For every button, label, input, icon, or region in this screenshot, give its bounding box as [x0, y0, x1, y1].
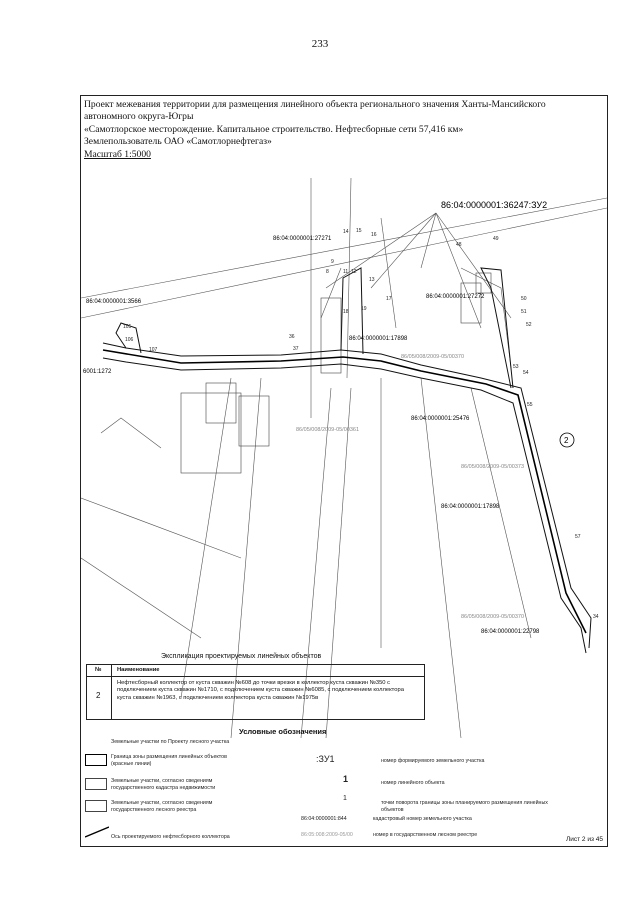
- point-label: 105: [123, 324, 132, 330]
- legend-item-red-lines: Граница зоны размещения линейных объекто…: [111, 754, 227, 767]
- point-label: 15: [356, 228, 362, 234]
- point-label: 36: [289, 334, 295, 340]
- point-label: 48: [456, 242, 462, 248]
- point-label: 11: [343, 269, 348, 275]
- point-label: 107: [149, 347, 158, 353]
- legend-desc-forest: номер в государственном лесном реестре: [373, 832, 478, 838]
- map-svg: 86:04:0000001:36247:ЗУ2 86:04:0000001:27…: [81, 178, 607, 738]
- point-label: 52: [526, 322, 532, 328]
- label-forest2: 86/05/008/2009-05/00361: [296, 427, 359, 433]
- pipeline-axis: [102, 349, 587, 634]
- point-label: 17: [386, 296, 392, 302]
- sheet-number: Лист 2 из 45: [566, 836, 603, 843]
- point-label: 9: [331, 259, 334, 265]
- explication-table: № Наименование 2 Нефтесборный коллектор …: [86, 664, 425, 720]
- point-label: 18: [343, 309, 349, 315]
- label-cad2: 86:04:0000001:3566: [86, 299, 142, 305]
- label-cad5: 86:04:0000001:25476: [411, 416, 470, 422]
- buildings: [180, 272, 492, 474]
- point-label: 12: [351, 269, 357, 275]
- point-label: 16: [371, 232, 377, 238]
- label-cad3: 86:04:0000001:27272: [426, 294, 485, 300]
- legend-title: Условные обозначения: [239, 727, 327, 736]
- cadastral-map: 86:04:0000001:36247:ЗУ2 86:04:0000001:27…: [81, 178, 607, 738]
- legend-desc-zu: номер формируемого земельного участка: [381, 758, 485, 764]
- scale: Масштаб 1:5000: [84, 148, 151, 160]
- point-label: 49: [493, 236, 499, 242]
- title-line-1: Проект межевания территории для размещен…: [84, 99, 546, 110]
- legend-symbol-zu: :ЗУ1: [316, 754, 335, 764]
- legend-symbol-line: 1: [343, 774, 349, 784]
- explication-title: Экспликация проектируемых линейных объек…: [161, 653, 322, 660]
- legend-symbol-gkn: [85, 778, 107, 790]
- point-label: 37: [293, 346, 299, 352]
- legend-symbol-forest-registry: [85, 800, 107, 812]
- legend-item-forest-registry: Земельные участки, согласно сведениям го…: [111, 800, 213, 813]
- legend-item-forest-plots: Земельные участки по Проекту лесного уча…: [111, 739, 230, 745]
- label-cad6: 86:04:0000001:17898: [441, 504, 500, 510]
- header: Проект межевания территории для размещен…: [84, 99, 604, 161]
- point-label: 8: [326, 269, 329, 275]
- title-line-3: «Самотлорское месторождение. Капитальное…: [84, 123, 464, 135]
- label-forest3: 86/05/008/2009-05/00373: [461, 464, 524, 470]
- label-cad1: 86:04:0000001:27271: [273, 236, 332, 242]
- point-label: 14: [343, 229, 349, 235]
- legend-desc-line: номер линейного объекта: [381, 780, 445, 786]
- point-label: 106: [125, 337, 134, 343]
- row-number: 2: [96, 691, 101, 700]
- label-line-number: 2: [564, 436, 569, 445]
- point-label: 53: [513, 364, 519, 370]
- boundary-lines: [81, 178, 607, 738]
- point-label: 51: [521, 309, 527, 315]
- page-number: 233: [311, 38, 329, 50]
- legend-symbol-point: 1: [343, 795, 347, 802]
- label-cad4: 86:04:0000001:17898: [349, 336, 408, 342]
- legend-symbol-forest: 86:05:008:2009-05/00: [301, 832, 353, 838]
- drawing-frame: Проект межевания территории для размещен…: [80, 95, 608, 847]
- point-label: 57: [575, 534, 581, 540]
- legend-item-axis: Ось проектируемого нефтесборного коллект…: [111, 834, 230, 840]
- legend-desc-cad: кадастровый номер земельного участка: [373, 816, 472, 822]
- label-cad7: 86:04:0000001:22798: [481, 629, 540, 635]
- legend-item-gkn: Земельные участки, согласно сведениям го…: [111, 778, 216, 791]
- legend-desc-point: точки поворота границы зоны планируемого…: [381, 800, 548, 813]
- title-line-2: автономного округа-Югры: [84, 111, 194, 123]
- point-label: 55: [527, 402, 533, 408]
- legend-symbol-cad: 86:04:0000001:844: [301, 816, 347, 822]
- turning-points: 14 15 16 8 9 11 12 13 17 18 19 48 49 50 …: [123, 228, 599, 620]
- point-label: 19: [361, 306, 367, 312]
- point-label: 54: [523, 370, 529, 376]
- pipeline-corridor: [102, 267, 592, 654]
- row-description: Нефтесборный коллектор от куста скважин …: [117, 680, 404, 701]
- point-label: 50: [521, 296, 527, 302]
- legend-symbol-red-line: [85, 754, 107, 766]
- legend-symbol-axis: [85, 826, 109, 838]
- point-label: 13: [369, 277, 375, 283]
- col-name-header: Наименование: [117, 667, 160, 673]
- land-user: Землепользователь ОАО «Самотлорнефтегаз»: [84, 136, 272, 148]
- label-forest4: 86/05/008/2009-05/00370: [461, 614, 524, 620]
- label-main-cadastral: 86:04:0000001:36247:ЗУ2: [441, 200, 547, 210]
- point-label: 34: [593, 614, 599, 620]
- line-number-circle: [559, 432, 575, 448]
- label-forest1: 86/05/008/2009-05/00370: [401, 354, 464, 360]
- col-no-header: №: [95, 667, 102, 673]
- label-cad8: 6001:1272: [83, 369, 112, 375]
